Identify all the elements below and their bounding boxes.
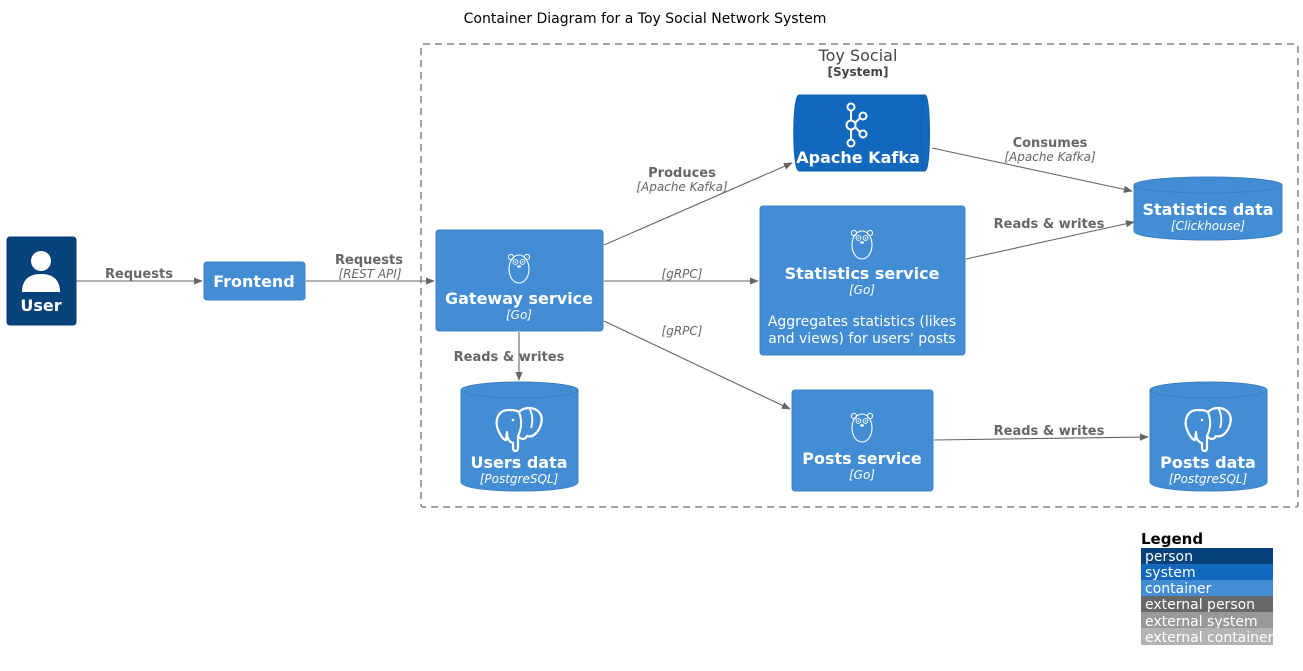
system-boundary	[420, 43, 1299, 508]
edge-gateway-kafka	[603, 162, 793, 246]
node-frontend[interactable]: Frontend	[203, 261, 306, 301]
legend-swatch-external-system	[1141, 612, 1273, 628]
node-posts-data-tech: [PostgreSQL]	[1169, 472, 1248, 486]
node-stats-service[interactable]: Statistics service [Go] Aggregates stati…	[759, 205, 966, 356]
person-icon	[22, 251, 60, 292]
label-gateway-usersdata: Reads & writes	[454, 350, 565, 365]
legend-item-container: container	[1145, 581, 1212, 597]
label-postsservice-postsdata: Reads & writes	[994, 424, 1105, 439]
tech-gateway-kafka: [Apache Kafka]	[636, 180, 728, 194]
legend-swatch-system	[1141, 564, 1273, 580]
node-stats-data-tech: [Clickhouse]	[1171, 219, 1245, 233]
label-frontend-gateway: Requests	[335, 253, 403, 268]
kafka-icon	[845, 102, 868, 148]
legend-swatch-container	[1141, 580, 1273, 596]
legend-item-external-person: external person	[1145, 597, 1255, 613]
node-posts-service-tech: [Go]	[849, 468, 875, 482]
legend: Legend person system container external …	[1141, 530, 1274, 646]
node-posts-service[interactable]: Posts service [Go]	[791, 389, 934, 492]
boundary-kind: [System]	[828, 65, 889, 79]
node-stats-service-desc-2: and views) for users' posts	[768, 331, 956, 347]
legend-swatch-person	[1141, 548, 1273, 564]
legend-swatch-external-container	[1141, 628, 1273, 645]
label-statsservice-statsdata: Reads & writes	[994, 217, 1105, 232]
node-kafka[interactable]: Apache Kafka	[793, 94, 930, 172]
node-users-data-tech: [PostgreSQL]	[480, 472, 559, 486]
label-kafka-statsdata: Consumes	[1013, 136, 1088, 151]
node-stats-data[interactable]: Statistics data [Clickhouse]	[1133, 176, 1283, 241]
edge-gateway-postsservice	[603, 320, 791, 410]
label-user-frontend: Requests	[105, 267, 173, 282]
node-stats-service-name: Statistics service	[785, 264, 940, 283]
node-stats-service-tech: [Go]	[849, 283, 875, 297]
relations	[76, 147, 1149, 441]
node-posts-data[interactable]: Posts data [PostgreSQL]	[1149, 381, 1268, 492]
node-kafka-name: Apache Kafka	[796, 148, 920, 167]
legend-item-external-container: external container	[1145, 630, 1274, 646]
legend-item-system: system	[1145, 565, 1196, 581]
legend-title: Legend	[1141, 530, 1203, 548]
node-frontend-name: Frontend	[213, 272, 295, 291]
node-users-data[interactable]: Users data [PostgreSQL]	[460, 381, 579, 492]
node-gateway[interactable]: Gateway service [Go]	[435, 229, 604, 332]
edge-statsservice-statsdata	[965, 220, 1135, 260]
legend-swatch-external-person	[1141, 596, 1273, 612]
legend-item-person: person	[1145, 549, 1193, 565]
edge-postsservice-postsdata	[933, 433, 1149, 441]
tech-frontend-gateway: [REST API]	[338, 267, 401, 281]
edge-kafka-statsdata	[931, 147, 1133, 193]
node-posts-data-name: Posts data	[1160, 453, 1256, 472]
node-gateway-tech: [Go]	[506, 308, 532, 322]
tech-gateway-postsservice: [gRPC]	[662, 324, 703, 338]
node-stats-data-name: Statistics data	[1142, 200, 1273, 219]
tech-kafka-statsdata: [Apache Kafka]	[1004, 150, 1096, 164]
boundary-name: Toy Social	[818, 46, 898, 65]
legend-item-external-system: external system	[1145, 614, 1258, 630]
node-posts-service-name: Posts service	[802, 449, 922, 468]
diagram-title: Container Diagram for a Toy Social Netwo…	[464, 11, 827, 27]
node-users-data-name: Users data	[470, 453, 567, 472]
node-user-name: User	[20, 296, 61, 315]
tech-gateway-statsservice: [gRPC]	[662, 267, 703, 281]
node-stats-service-desc-1: Aggregates statistics (likes	[768, 314, 956, 330]
label-gateway-kafka: Produces	[648, 166, 716, 181]
node-user[interactable]: User	[6, 236, 77, 326]
node-gateway-name: Gateway service	[445, 289, 593, 308]
